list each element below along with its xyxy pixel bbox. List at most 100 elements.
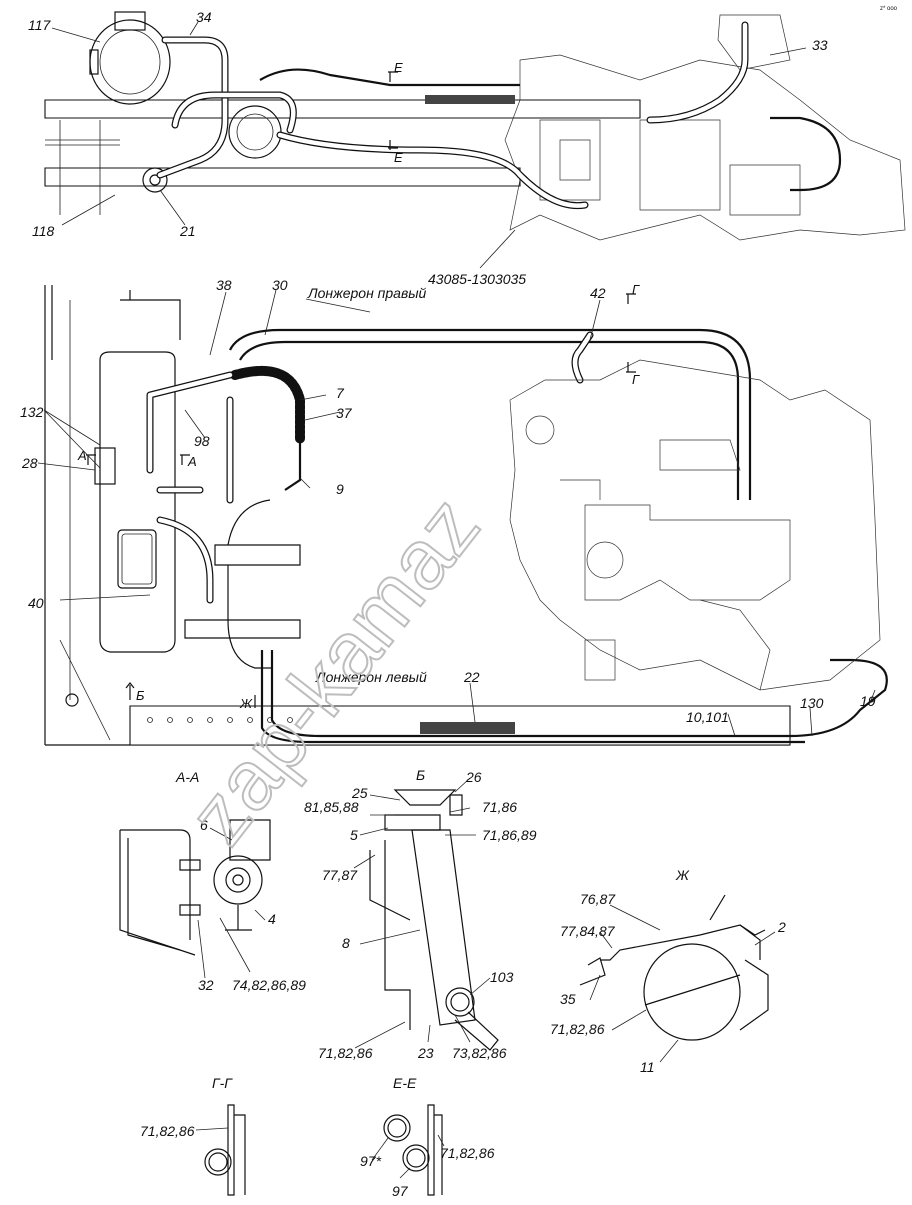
ee-pipe-upper [383, 1114, 411, 1142]
b-label-25: 25 [351, 785, 368, 801]
main-view: Г Г А А Б Ж 38 30 Лонжерон правый 42 7 3… [20, 277, 888, 746]
section-b-label: Б [136, 688, 145, 703]
rail-right-label: Лонжерон правый [307, 285, 427, 301]
gg-pipe-clamp [204, 1148, 232, 1176]
aa-label-74: 74,82,86,89 [232, 977, 306, 993]
label-118: 118 [32, 223, 55, 239]
b-label-77-87: 77,87 [322, 867, 358, 883]
pipe-10-101 [270, 650, 888, 738]
engine-block [509, 359, 881, 691]
ee-pipe-upper-inner [387, 1118, 407, 1138]
label-28: 28 [21, 455, 38, 471]
label-40: 40 [28, 595, 44, 611]
pipe-30 [229, 328, 752, 500]
gg-label-71-82-86: 71,82,86 [140, 1123, 195, 1139]
top-valve-21-core [149, 174, 161, 186]
main-leader-lines [37, 289, 876, 737]
label-22: 22 [463, 669, 480, 685]
engine-details [560, 439, 771, 691]
section-a-left: А [77, 448, 87, 463]
section-b-mark [125, 682, 135, 700]
top-bracket [120, 290, 181, 340]
zh-label-76-87: 76,87 [580, 891, 616, 907]
detail-zh-title: Ж [675, 867, 690, 883]
heater-117-body [89, 19, 171, 105]
bracket-links [227, 499, 272, 669]
rail-protective-sleeve-22 [420, 722, 515, 734]
label-10-101: 10,101 [686, 709, 729, 725]
b-label-26: 26 [465, 769, 482, 785]
section-e-bottom: Е [394, 150, 403, 165]
top-engine-details [539, 119, 801, 216]
aa-bolts [179, 859, 201, 916]
b-fitting-26 [449, 794, 463, 816]
ee-leaders [371, 1134, 445, 1179]
zh-label-2: 2 [777, 919, 786, 935]
zh-label-77-84-87: 77,84,87 [560, 923, 616, 939]
label-19: 19 [860, 693, 876, 709]
b-label-103: 103 [490, 969, 514, 985]
b-frame [369, 840, 411, 1030]
aa-frame [119, 830, 196, 956]
zh-label-71-82-86: 71,82,86 [550, 1021, 605, 1037]
ee-bracket [427, 1104, 443, 1196]
bracket-28 [94, 447, 116, 485]
zh-leaders [589, 904, 776, 1063]
heater-117-cap [114, 11, 146, 31]
b-support-strut [411, 829, 476, 1026]
b-label-73-82-86: 73,82,86 [452, 1045, 507, 1061]
pipe-lower-return [260, 650, 805, 744]
zh-filter-band [644, 974, 741, 1006]
ee-pipe-lower [402, 1144, 430, 1172]
b-clamp-plate [384, 814, 441, 831]
zh-side-strap [739, 959, 769, 1031]
detail-e-e: Е-Е 97* 71,82,86 97 [360, 1075, 495, 1199]
label-42: 42 [590, 285, 606, 301]
label-98: 98 [194, 433, 210, 449]
top-pump-inner [236, 113, 274, 151]
rail-holes [147, 717, 293, 723]
b-label-71-82-86: 71,82,86 [318, 1045, 373, 1061]
top-rail-upper [44, 99, 641, 119]
aa-valve-core [232, 874, 244, 886]
section-g-top: Г [632, 282, 640, 297]
pipe-9 [284, 440, 302, 491]
aa-label-4: 4 [268, 911, 276, 927]
rail-left-label: Лонжерон левый [315, 669, 427, 685]
engine-pulley [586, 541, 624, 579]
ee-pipe-lower-inner [406, 1148, 426, 1168]
top-leader-lines [51, 21, 807, 269]
ee-label-71-82-86: 71,82,86 [440, 1145, 495, 1161]
section-a-right: А [187, 454, 197, 469]
engine-oil-pan [584, 504, 791, 601]
top-protective-sleeve [425, 95, 515, 104]
detail-zh: Ж 76,87 2 77,84,87 35 71,82,86 11 [550, 867, 786, 1075]
zh-label-35: 35 [560, 991, 576, 1007]
zh-label-11: 11 [640, 1059, 655, 1075]
tank-hatch-inner [121, 533, 153, 585]
top-valve-21 [142, 167, 168, 193]
b-label-71-86-89: 71,86,89 [482, 827, 537, 843]
zh-pipe-2 [709, 894, 766, 936]
top-rail-lower [44, 167, 521, 187]
detail-g-g: Г-Г 71,82,86 [140, 1075, 246, 1196]
b-label-23: 23 [417, 1045, 434, 1061]
gg-pipe-inner [208, 1152, 228, 1172]
section-g-bottom: Г [632, 372, 640, 387]
aa-valve-fittings [225, 819, 271, 931]
frame-hole [65, 693, 79, 707]
detail-gg-title: Г-Г [212, 1075, 233, 1091]
aa-label-6: 6 [200, 817, 208, 833]
detail-aa-title: А-А [175, 769, 199, 785]
engine-filter [584, 639, 616, 681]
part-number: 43085-1303035 [428, 271, 526, 287]
label-9: 9 [336, 481, 344, 497]
gg-leader [195, 1127, 229, 1131]
b-label-81-85-88: 81,85,88 [304, 799, 359, 815]
b-pipe-extension [454, 1011, 499, 1051]
label-7: 7 [336, 385, 345, 401]
aa-valve-ring [225, 867, 251, 893]
detail-b: Б 25 26 81,85,88 71,86 5 71,86,89 77,87 … [304, 767, 537, 1061]
heater-117-ring [99, 29, 161, 95]
top-engine-bracket [717, 14, 791, 71]
